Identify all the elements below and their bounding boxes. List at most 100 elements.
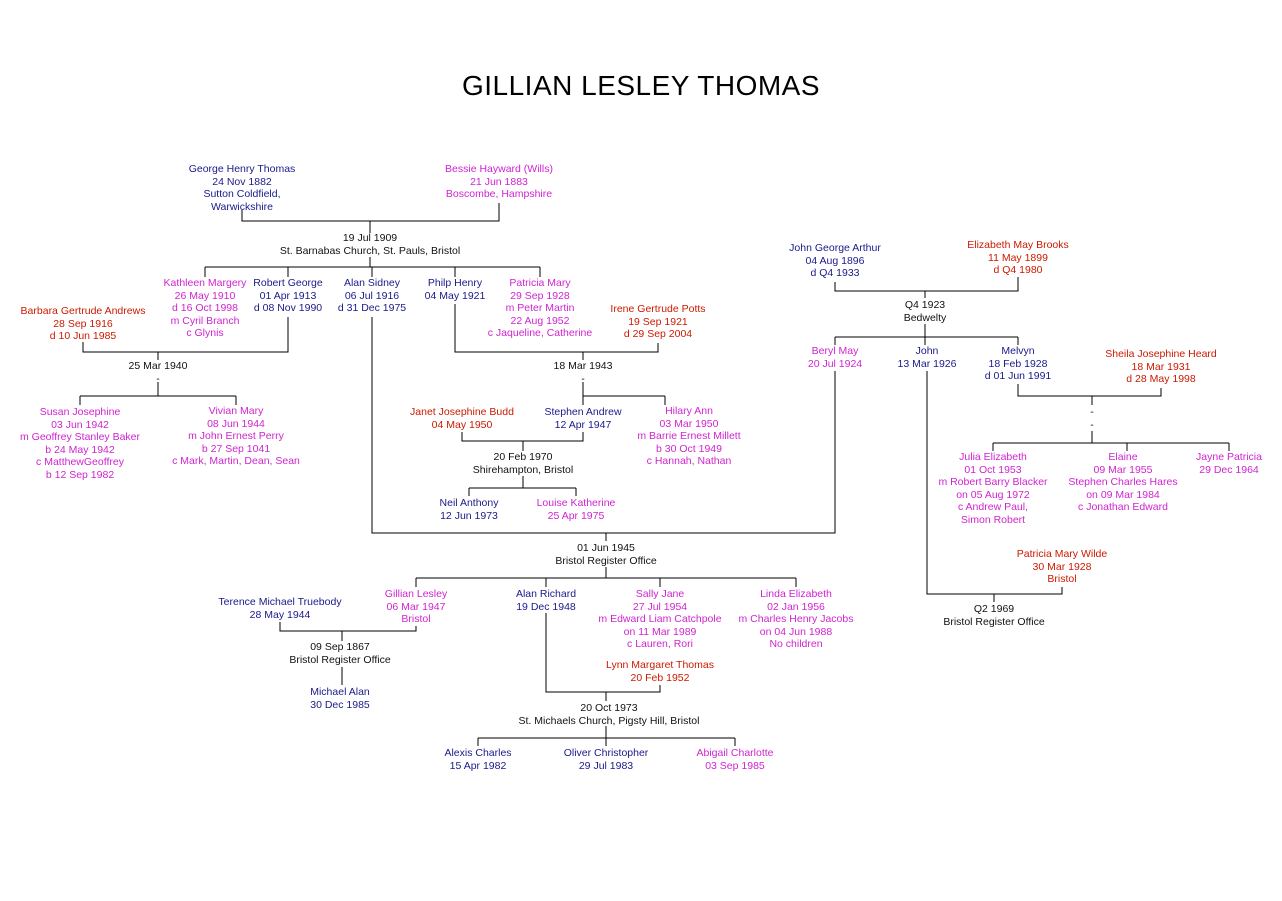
node-detail: c Mark, Martin, Dean, Sean (172, 455, 300, 468)
node-detail: 06 Jul 1916 (344, 289, 400, 302)
node-detail: 03 Sep 1985 (705, 759, 765, 772)
node-detail: 04 Aug 1896 (805, 254, 865, 267)
node-name: Linda Elizabeth (760, 588, 832, 600)
node-name: 09 Sep 1867 (310, 641, 370, 653)
node-name: Susan Josephine (39, 406, 121, 418)
node-name: Sheila Josephine Heard (1105, 348, 1217, 360)
node-detail: m Peter Martin (505, 302, 575, 315)
node-name: John (915, 345, 939, 357)
node-detail: 19 Sep 1921 (628, 315, 688, 328)
node-name: George Henry Thomas (188, 163, 296, 175)
node-detail: Bristol Register Office (289, 653, 391, 666)
node-detail: - (156, 372, 160, 385)
node-detail: d 01 Jun 1991 (984, 370, 1052, 383)
node-name: Q2 1969 (973, 603, 1015, 615)
node-detail: m Geoffrey Stanley Baker (19, 431, 141, 444)
node-detail: - (581, 372, 585, 385)
node-detail: 08 Jun 1944 (207, 417, 265, 430)
node-detail: c MatthewGeoffrey (36, 456, 124, 469)
node-name: Alexis Charles (444, 747, 512, 759)
node-detail: b 27 Sep 1041 (201, 442, 271, 455)
node-detail: St. Barnabas Church, St. Pauls, Bristol (279, 244, 461, 257)
node-detail: 21 Jun 1883 (470, 175, 528, 188)
node-detail: 04 May 1950 (431, 418, 493, 431)
node-name: 01 Jun 1945 (577, 542, 635, 554)
node-detail: 28 Sep 1916 (53, 317, 113, 330)
node-detail: on 04 Jun 1988 (759, 625, 833, 638)
node-detail: c Hannah, Nathan (646, 455, 732, 468)
node-name: Abigail Charlotte (696, 747, 774, 759)
node-name: Patricia Mary (509, 277, 571, 289)
node-detail: on 09 Mar 1984 (1086, 488, 1160, 501)
node-detail: Bristol Register Office (555, 554, 657, 567)
node-detail: 30 Mar 1928 (1032, 560, 1092, 573)
node-detail: 26 May 1910 (174, 289, 236, 302)
node-name: Melvyn (1001, 345, 1035, 357)
node-detail: 19 Dec 1948 (516, 600, 576, 613)
node-name: Julia Elizabeth (959, 451, 1027, 463)
node-name: Bessie Hayward (Wills) (445, 163, 553, 175)
node-detail: 12 Apr 1947 (554, 418, 612, 431)
node-detail: St. Michaels Church, Pigsty Hill, Bristo… (518, 714, 700, 727)
node-detail: Bristol (401, 613, 431, 626)
node-name: 18 Mar 1943 (553, 360, 613, 372)
node-detail: Warwickshire (210, 200, 274, 213)
node-detail: on 11 Mar 1989 (623, 625, 697, 638)
node-detail: 03 Jun 1942 (51, 418, 109, 431)
node-name: Michael Alan (310, 686, 370, 698)
node-detail: m Barrie Ernest Millett (637, 430, 741, 443)
node-name: 20 Oct 1973 (580, 702, 638, 714)
node-detail: 01 Apr 1913 (259, 289, 317, 302)
node-detail: Bristol Register Office (943, 615, 1045, 628)
marriage-1943: 18 Mar 1943- (554, 360, 613, 385)
node-name: Terence Michael Truebody (218, 596, 342, 608)
node-name: Oliver Christopher (563, 747, 649, 759)
node-detail: 03 Mar 1950 (659, 417, 719, 430)
node-name: Elaine (1108, 451, 1138, 463)
node-detail: 30 Dec 1985 (310, 698, 370, 711)
node-detail: m Charles Henry Jacobs (738, 613, 854, 626)
node-detail: 25 Apr 1975 (547, 509, 605, 522)
node-name: Beryl May (811, 345, 859, 357)
node-detail: No children (769, 638, 823, 651)
node-detail: d 16 Oct 1998 (172, 302, 238, 315)
node-name: Robert George (253, 277, 323, 289)
node-detail: d 28 May 1998 (1126, 373, 1196, 386)
node-name: 25 Mar 1940 (128, 360, 188, 372)
node-detail: 01 Oct 1953 (964, 463, 1022, 476)
node-detail: m John Ernest Perry (188, 430, 284, 443)
node-name: Q4 1923 (904, 299, 946, 311)
node-name: Neil Anthony (439, 497, 499, 509)
node-detail: 28 May 1944 (249, 608, 311, 621)
node-detail: Boscombe, Hampshire (445, 188, 553, 201)
node-detail: 22 Aug 1952 (510, 314, 570, 327)
node-detail: b 30 Oct 1949 (656, 442, 722, 455)
node-detail: c Lauren, Rori (627, 638, 693, 651)
node-detail: 20 Feb 1952 (630, 671, 690, 684)
node-name: John George Arthur (789, 242, 881, 254)
